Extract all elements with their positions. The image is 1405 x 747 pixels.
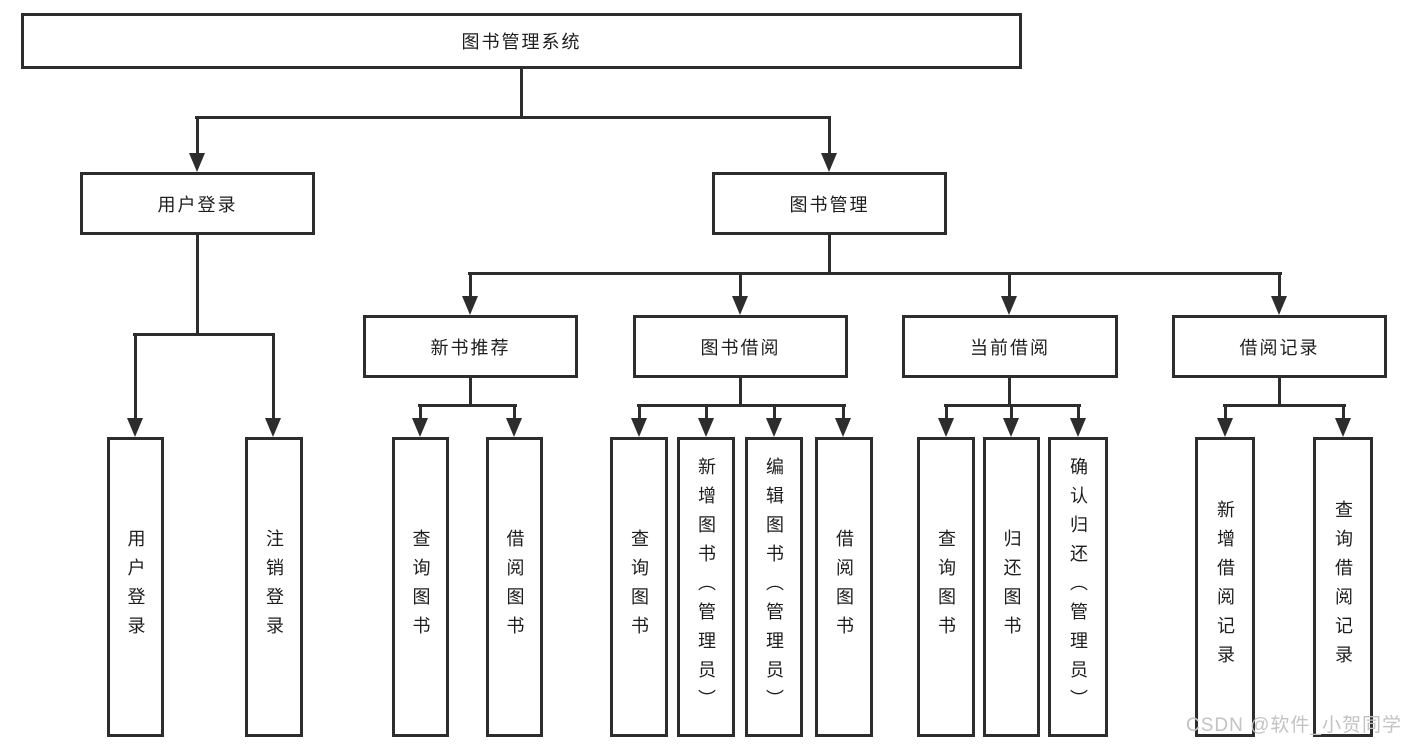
arrow-down-leaf-login-icon bbox=[127, 418, 143, 437]
leaf-return-books: 归还图书 bbox=[983, 437, 1040, 737]
leaf-newbooks-borrow-books-label: 借阅图书 bbox=[504, 529, 525, 645]
connector-leaf-login-shaft bbox=[134, 333, 137, 419]
leaf-borrow-query-books: 查询图书 bbox=[610, 437, 668, 737]
node-user-login-label: 用户登录 bbox=[157, 194, 238, 215]
connector-g3b-shaft bbox=[705, 404, 708, 419]
leaf-logout: 注销登录 bbox=[245, 437, 303, 737]
node-current-borrowing: 当前借阅 bbox=[902, 315, 1118, 378]
leaf-user-login-label: 用户登录 bbox=[125, 529, 146, 645]
arrow-down-bookmgmt-icon bbox=[821, 153, 837, 172]
connector-g2a-shaft bbox=[419, 404, 422, 419]
connector-userlogin-stub bbox=[196, 233, 199, 336]
node-book-management-label: 图书管理 bbox=[789, 194, 870, 215]
arrow-down-bookborrow-icon bbox=[732, 296, 748, 315]
connector-bookborrow-hbar bbox=[637, 404, 846, 407]
leaf-confirm-return-admin-label: 确认归还（管理员） bbox=[1068, 456, 1088, 718]
connector-root-hbar bbox=[195, 116, 831, 119]
leaf-confirm-return-admin: 确认归还（管理员） bbox=[1048, 437, 1108, 737]
leaf-edit-books-admin: 编辑图书（管理员） bbox=[745, 437, 803, 737]
leaf-add-books-admin-label: 新增图书（管理员） bbox=[696, 456, 716, 718]
arrow-down-g4a-icon bbox=[938, 418, 954, 437]
connector-g2b-shaft bbox=[513, 404, 516, 419]
arrow-down-g3d-icon bbox=[835, 418, 851, 437]
node-new-book-recommendation: 新书推荐 bbox=[363, 315, 578, 378]
connector-bookmgmt-shaft bbox=[828, 116, 831, 155]
leaf-newbooks-query-books-label: 查询图书 bbox=[410, 529, 431, 645]
connector-borrowrecords-stub bbox=[1278, 376, 1281, 407]
node-new-book-recommendation-label: 新书推荐 bbox=[430, 337, 511, 358]
leaf-current-query-books-label: 查询图书 bbox=[936, 529, 956, 645]
leaf-add-borrow-record: 新增借阅记录 bbox=[1195, 437, 1255, 737]
connector-bookmgmt-stub bbox=[828, 233, 831, 275]
arrow-down-borrowrecords-icon bbox=[1271, 296, 1287, 315]
connector-g4a-shaft bbox=[945, 404, 948, 419]
leaf-borrow-borrow-books: 借阅图书 bbox=[815, 437, 873, 737]
connector-g4c-shaft bbox=[1077, 404, 1080, 419]
node-library-system: 图书管理系统 bbox=[21, 13, 1022, 69]
arrow-down-g2a-icon bbox=[412, 418, 428, 437]
leaf-borrow-borrow-books-label: 借阅图书 bbox=[834, 529, 854, 645]
arrow-down-currentborrow-icon bbox=[1001, 296, 1017, 315]
connector-g4b-shaft bbox=[1010, 404, 1013, 419]
connector-borrowrecords-shaft bbox=[1278, 272, 1281, 299]
leaf-current-query-books: 查询图书 bbox=[917, 437, 975, 737]
connector-newbook-shaft bbox=[469, 272, 472, 299]
node-book-management: 图书管理 bbox=[712, 172, 947, 235]
node-library-system-label: 图书管理系统 bbox=[461, 32, 582, 52]
connector-g5a-shaft bbox=[1224, 404, 1227, 419]
connector-bookborrow-stub bbox=[739, 376, 742, 407]
connector-newbook-stub bbox=[469, 376, 472, 407]
connector-borrowrecords-hbar bbox=[1223, 404, 1346, 407]
connector-userlogin-shaft bbox=[196, 116, 199, 155]
node-book-borrowing-label: 图书借阅 bbox=[700, 337, 781, 358]
node-borrow-records: 借阅记录 bbox=[1172, 315, 1387, 378]
node-borrow-records-label: 借阅记录 bbox=[1239, 337, 1320, 358]
arrow-down-g5a-icon bbox=[1217, 418, 1233, 437]
leaf-add-borrow-record-label: 新增借阅记录 bbox=[1215, 500, 1235, 674]
connector-newbook-hbar bbox=[418, 404, 517, 407]
leaf-logout-label: 注销登录 bbox=[264, 529, 284, 645]
connector-userlogin-hbar bbox=[133, 333, 275, 336]
connector-g3c-shaft bbox=[773, 404, 776, 419]
arrow-down-g3b-icon bbox=[698, 418, 714, 437]
connector-bookborrow-shaft bbox=[739, 272, 742, 299]
leaf-add-books-admin: 新增图书（管理员） bbox=[677, 437, 735, 737]
arrow-down-g3c-icon bbox=[766, 418, 782, 437]
connector-currentborrow-stub bbox=[1008, 376, 1011, 407]
leaf-borrow-query-books-label: 查询图书 bbox=[629, 529, 649, 645]
csdn-watermark: CSDN @软件_小贺同学 bbox=[1186, 715, 1402, 736]
leaf-return-books-label: 归还图书 bbox=[1001, 529, 1022, 645]
arrow-down-g4c-icon bbox=[1070, 418, 1086, 437]
node-current-borrowing-label: 当前借阅 bbox=[970, 337, 1050, 358]
arrow-down-g3a-icon bbox=[631, 418, 647, 437]
leaf-newbooks-borrow-books: 借阅图书 bbox=[486, 437, 543, 737]
arrow-down-newbook-icon bbox=[462, 296, 478, 315]
node-user-login: 用户登录 bbox=[80, 172, 315, 235]
leaf-edit-books-admin-label: 编辑图书（管理员） bbox=[764, 456, 784, 718]
connector-level3-hbar bbox=[468, 272, 1282, 275]
connector-g3d-shaft bbox=[842, 404, 845, 419]
connector-leaf-logout-shaft bbox=[272, 333, 275, 419]
leaf-user-login: 用户登录 bbox=[107, 437, 164, 737]
leaf-newbooks-query-books: 查询图书 bbox=[392, 437, 449, 737]
arrow-down-g4b-icon bbox=[1003, 418, 1019, 437]
node-book-borrowing: 图书借阅 bbox=[633, 315, 848, 378]
arrow-down-g5b-icon bbox=[1335, 418, 1351, 437]
arrow-down-leaf-logout-icon bbox=[265, 418, 281, 437]
connector-root-stub bbox=[520, 67, 523, 119]
arrow-down-g2b-icon bbox=[506, 418, 522, 437]
connector-g3a-shaft bbox=[638, 404, 641, 419]
leaf-query-borrow-record-label: 查询借阅记录 bbox=[1333, 500, 1353, 674]
connector-currentborrow-shaft bbox=[1008, 272, 1011, 299]
connector-g5b-shaft bbox=[1342, 404, 1345, 419]
arrow-down-userlogin-icon bbox=[189, 153, 205, 172]
leaf-query-borrow-record: 查询借阅记录 bbox=[1313, 437, 1373, 737]
